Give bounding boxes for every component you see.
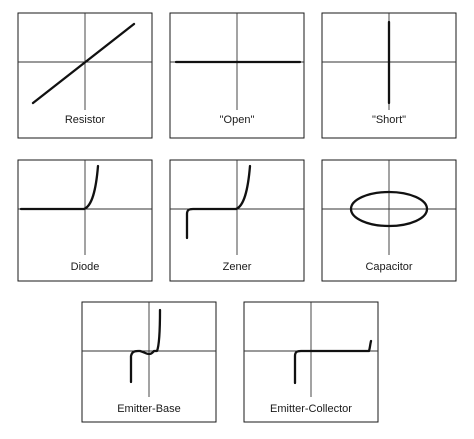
panel-label-resistor: Resistor bbox=[65, 114, 106, 126]
panel-label-open: "Open" bbox=[220, 114, 255, 126]
panel-emitter-collector: Emitter-Collector bbox=[243, 301, 379, 423]
emitter-base-curve-icon bbox=[129, 308, 162, 384]
panel-resistor: Resistor bbox=[17, 12, 153, 139]
panel-emitter-base: Emitter-Base bbox=[81, 301, 217, 423]
diode-curve-icon bbox=[19, 164, 100, 211]
panel-zener: Zener bbox=[169, 159, 305, 282]
panel-label-capacitor: Capacitor bbox=[365, 261, 412, 273]
zener-curve-icon bbox=[185, 164, 252, 240]
emitter-collector-curve-icon bbox=[293, 339, 373, 385]
panel-label-zener: Zener bbox=[223, 261, 252, 273]
resistor-curve-icon bbox=[31, 22, 136, 105]
panel-diode: Diode bbox=[17, 159, 153, 282]
panel-label-emitter-base: Emitter-Base bbox=[117, 403, 181, 415]
panel-label-short: "Short" bbox=[372, 114, 406, 126]
panel-short: "Short" bbox=[321, 12, 457, 139]
panel-label-diode: Diode bbox=[71, 261, 100, 273]
panel-capacitor: Capacitor bbox=[321, 159, 457, 282]
panel-open: "Open" bbox=[169, 12, 305, 139]
panel-label-emitter-collector: Emitter-Collector bbox=[270, 403, 352, 415]
capacitor-curve-icon bbox=[349, 190, 429, 228]
